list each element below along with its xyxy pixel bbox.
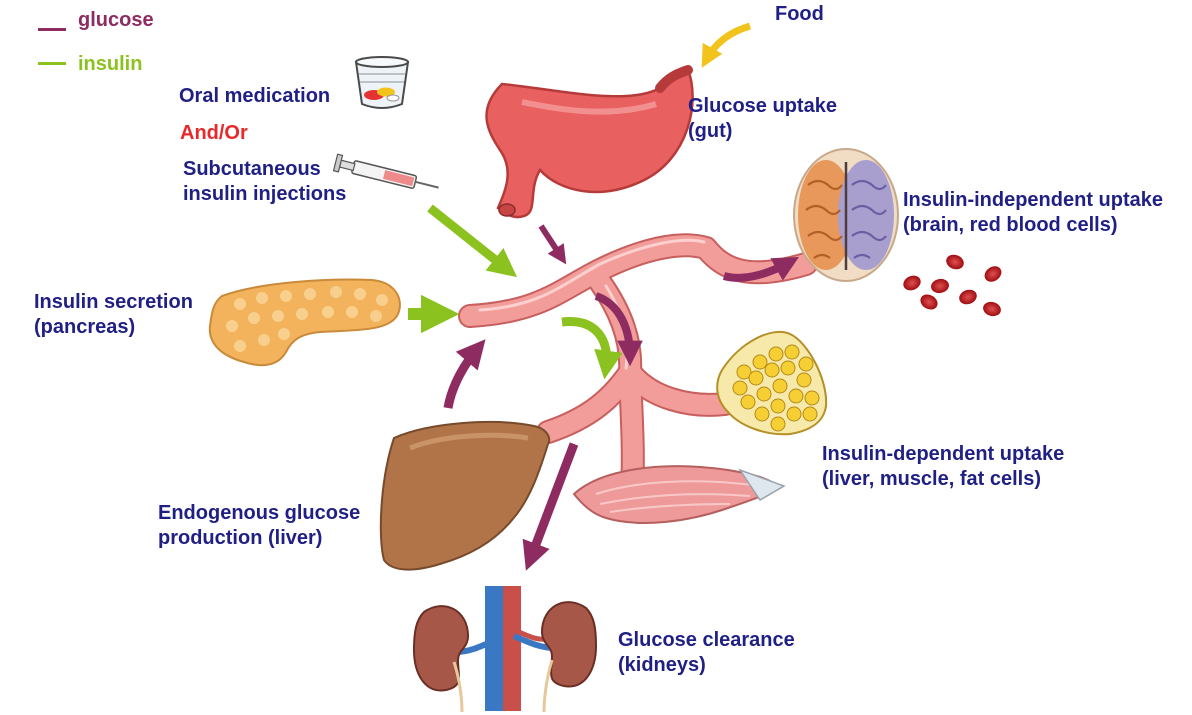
glucose-arrow-liver — [448, 348, 478, 408]
fat-cells-icon — [717, 332, 826, 434]
food-label: Food — [775, 2, 824, 27]
insulin-secretion-label: Insulin secretion (pancreas) — [34, 290, 193, 340]
oral-medication-label: Oral medication — [179, 84, 330, 109]
and-or-label: And/Or — [180, 121, 248, 146]
stomach-icon — [487, 70, 693, 217]
gut-uptake-label: Glucose uptake (gut) — [688, 94, 837, 144]
legend-glucose-line — [38, 28, 66, 31]
glucose-arrow-gut — [541, 226, 562, 258]
red-blood-cells-icon — [901, 252, 1005, 318]
glucose-clearance-label: Glucose clearance (kidneys) — [618, 628, 795, 678]
food-arrow — [706, 26, 750, 60]
syringe-icon — [334, 154, 441, 196]
pancreas-icon — [210, 280, 400, 366]
endogenous-production-label: Endogenous glucose production (liver) — [158, 501, 360, 551]
muscle-icon — [574, 466, 784, 523]
liver-icon — [381, 422, 549, 570]
insulin-arrow-tissues — [562, 322, 607, 368]
insulin-independent-label: Insulin-independent uptake (brain, red b… — [903, 188, 1163, 238]
brain-icon — [794, 149, 898, 281]
injections-label: Subcutaneous insulin injections — [183, 157, 346, 207]
legend-insulin-line — [38, 62, 66, 65]
insulin-arrow-injection — [430, 208, 508, 270]
kidneys-icon — [414, 586, 596, 712]
legend-glucose-label: glucose — [78, 9, 154, 31]
insulin-dependent-label: Insulin-dependent uptake (liver, muscle,… — [822, 442, 1064, 492]
medication-cup-icon — [356, 57, 408, 108]
legend-insulin-label: insulin — [78, 53, 142, 75]
